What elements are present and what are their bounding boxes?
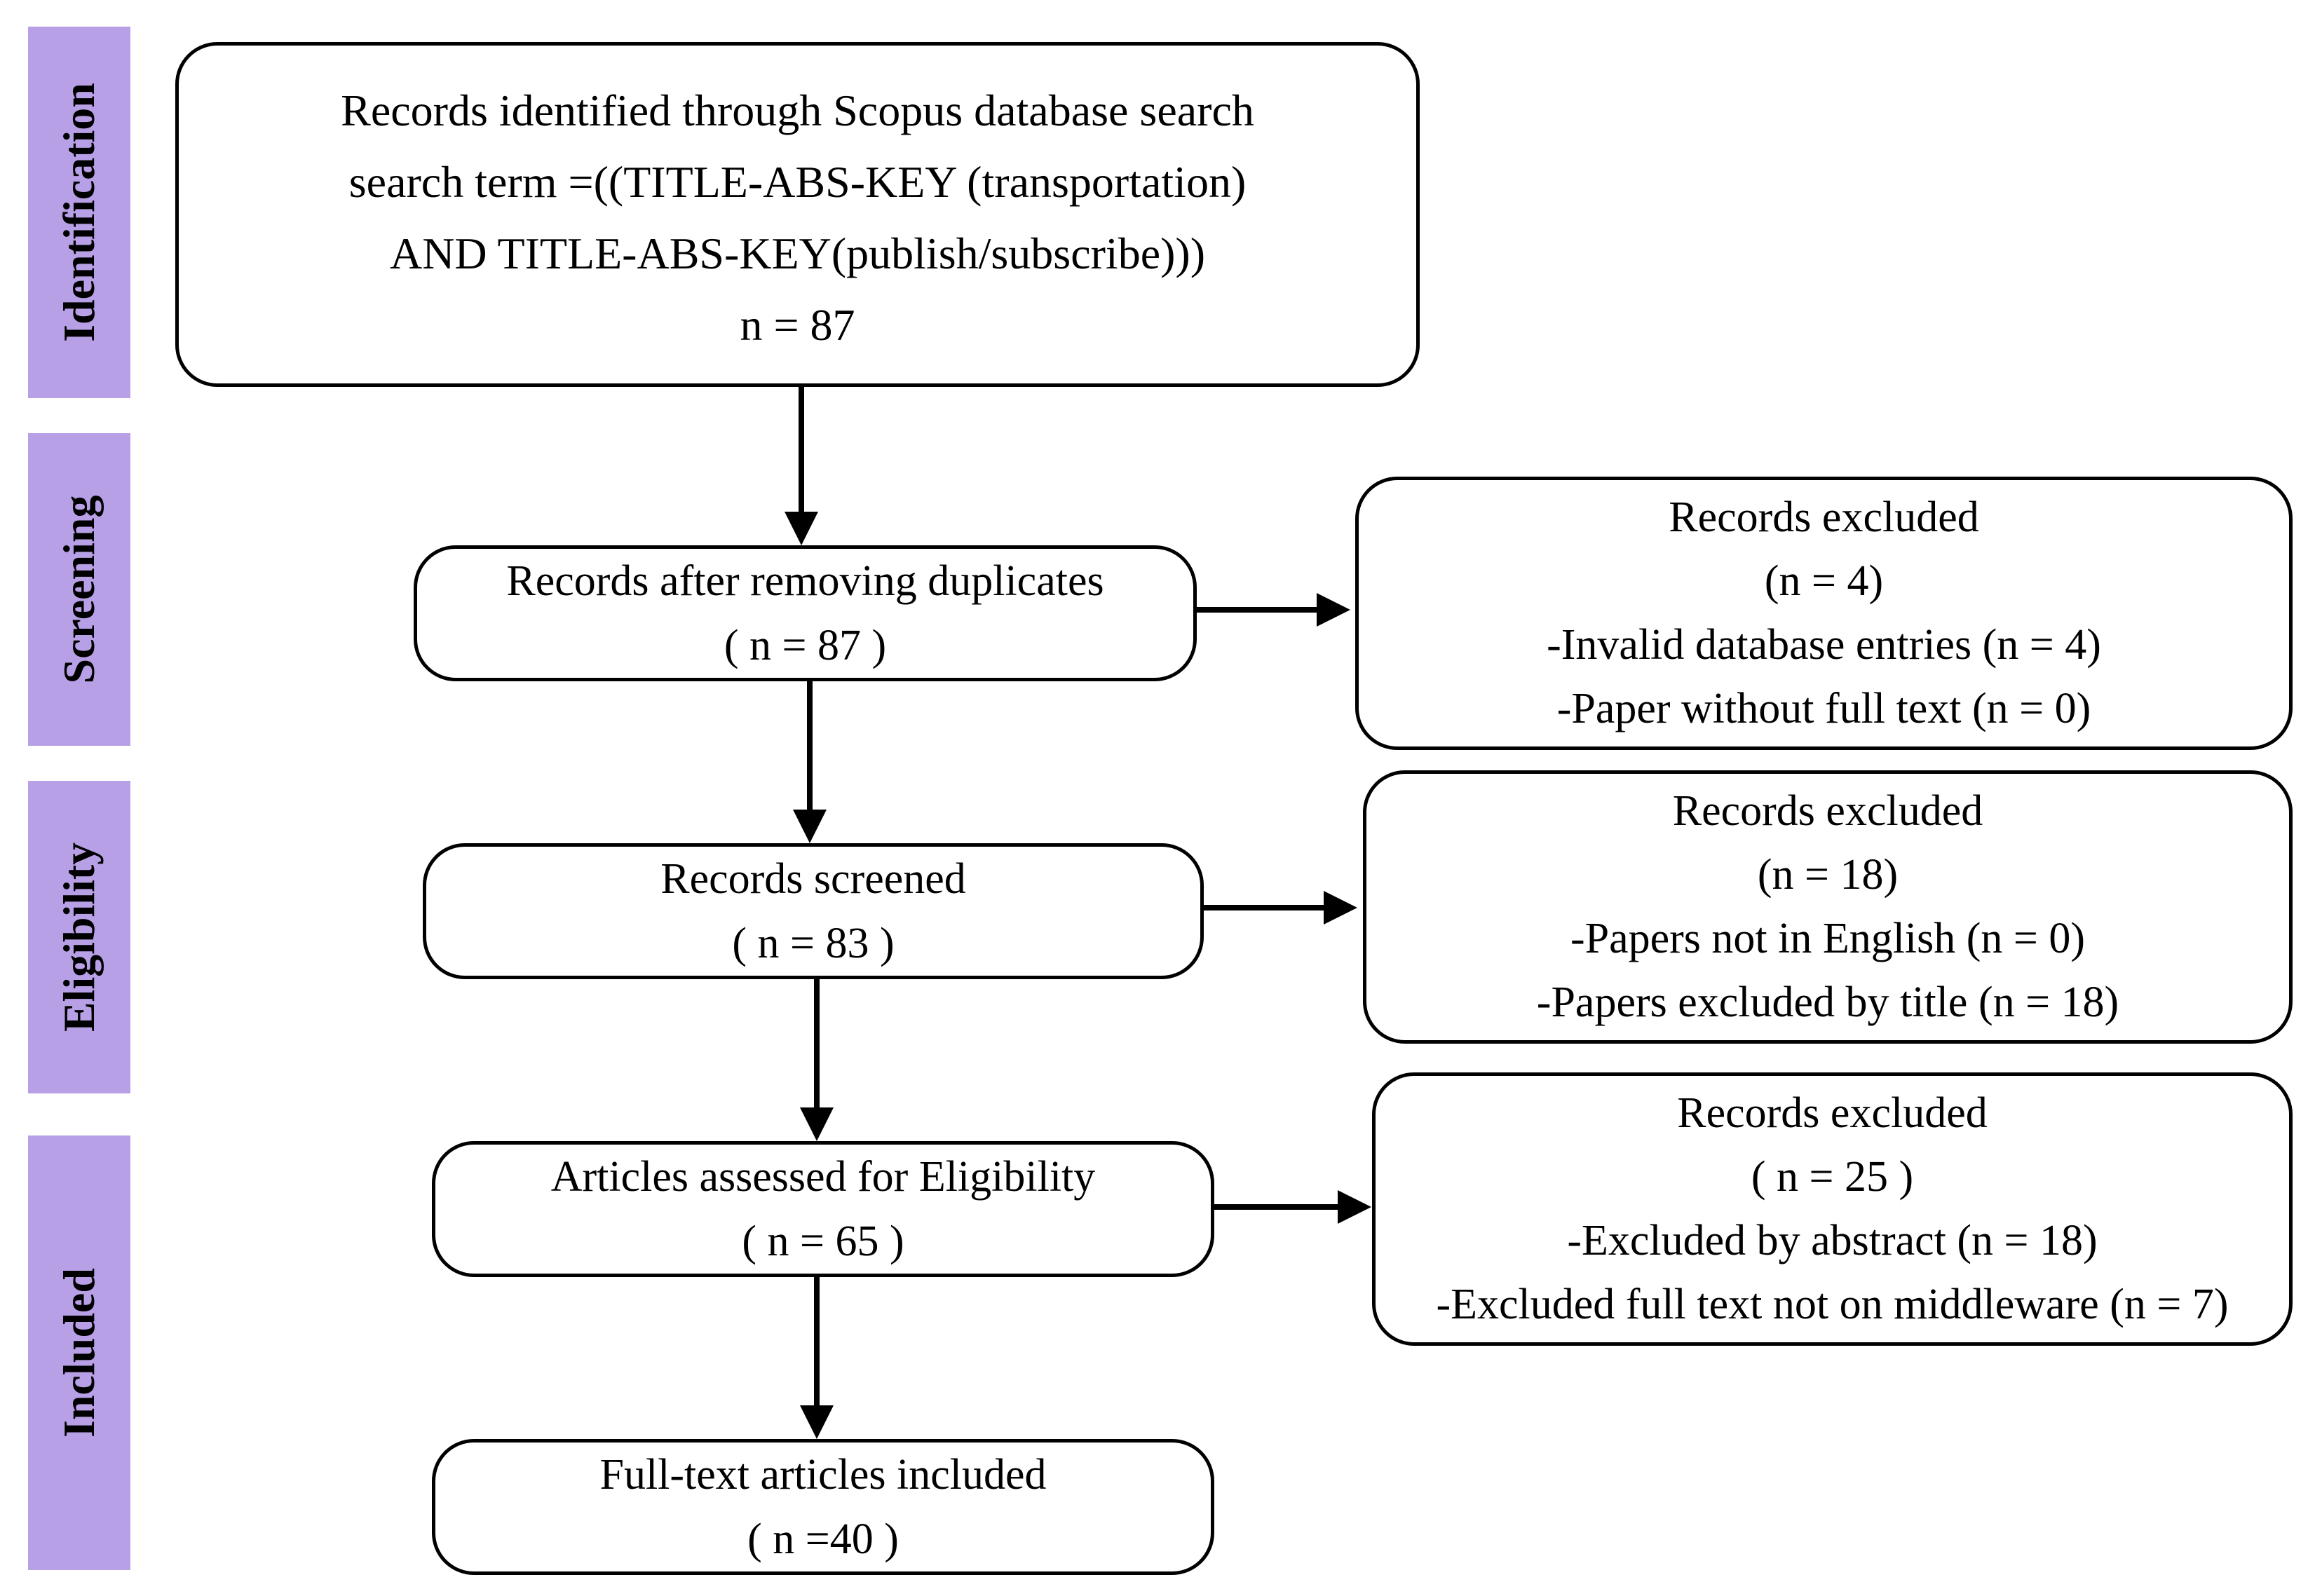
box-records-after-duplicates: Records after removing duplicates ( n = …	[414, 545, 1197, 681]
box-records-after-duplicates-line: Records after removing duplicates	[506, 557, 1104, 605]
box-excluded-assessment: Records excluded ( n = 25 ) -Excluded by…	[1372, 1072, 2293, 1346]
box-excluded-eligibility-line: Records excluded	[1672, 787, 1983, 835]
box-records-identified-line: Records identified through Scopus databa…	[341, 86, 1254, 135]
stage-included: Included	[28, 1135, 130, 1570]
box-excluded-assessment-line: Records excluded	[1677, 1089, 1988, 1137]
box-excluded-assessment-line: -Excluded full text not on middleware (n…	[1436, 1281, 2229, 1328]
box-excluded-eligibility-line: -Papers excluded by title (n = 18)	[1536, 978, 2119, 1026]
stage-eligibility: Eligibility	[28, 781, 130, 1093]
box-records-identified-line: n = 87	[740, 300, 855, 350]
box-articles-assessed-line: Articles assessed for Eligibility	[550, 1153, 1096, 1201]
box-records-screened-line: Records screened	[660, 855, 966, 903]
box-excluded-eligibility-line: (n = 18)	[1757, 851, 1899, 899]
box-excluded-screening-line: -Paper without full text (n = 0)	[1556, 685, 2091, 732]
box-excluded-screening: Records excluded (n = 4) -Invalid databa…	[1355, 477, 2293, 750]
box-excluded-screening-line: -Invalid database entries (n = 4)	[1547, 621, 2101, 669]
stage-identification: Identification	[28, 27, 130, 398]
box-excluded-assessment-line: -Excluded by abstract (n = 18)	[1567, 1217, 2098, 1264]
box-full-text-included-line: ( n =40 )	[747, 1515, 899, 1563]
box-records-screened-line: ( n = 83 )	[732, 920, 895, 967]
box-articles-assessed: Articles assessed for Eligibility ( n = …	[432, 1141, 1214, 1277]
box-records-identified: Records identified through Scopus databa…	[175, 42, 1420, 387]
box-excluded-assessment-line: ( n = 25 )	[1751, 1153, 1914, 1201]
box-records-screened: Records screened ( n = 83 )	[423, 843, 1204, 979]
box-full-text-included-line: Full-text articles included	[599, 1451, 1047, 1499]
box-excluded-eligibility-line: -Papers not in English (n = 0)	[1570, 915, 2086, 962]
box-records-identified-line: search term =((TITLE-ABS-KEY (transporta…	[348, 157, 1247, 207]
stage-screening: Screening	[28, 433, 130, 746]
box-full-text-included: Full-text articles included ( n =40 )	[432, 1439, 1214, 1575]
box-records-identified-line: AND TITLE-ABS-KEY(publish/subscribe)))	[389, 229, 1206, 278]
box-excluded-eligibility: Records excluded (n = 18) -Papers not in…	[1363, 770, 2293, 1044]
box-records-after-duplicates-line: ( n = 87 )	[724, 622, 887, 669]
box-excluded-screening-line: (n = 4)	[1764, 557, 1884, 605]
box-articles-assessed-line: ( n = 65 )	[742, 1218, 904, 1265]
box-excluded-screening-line: Records excluded	[1669, 493, 1979, 541]
